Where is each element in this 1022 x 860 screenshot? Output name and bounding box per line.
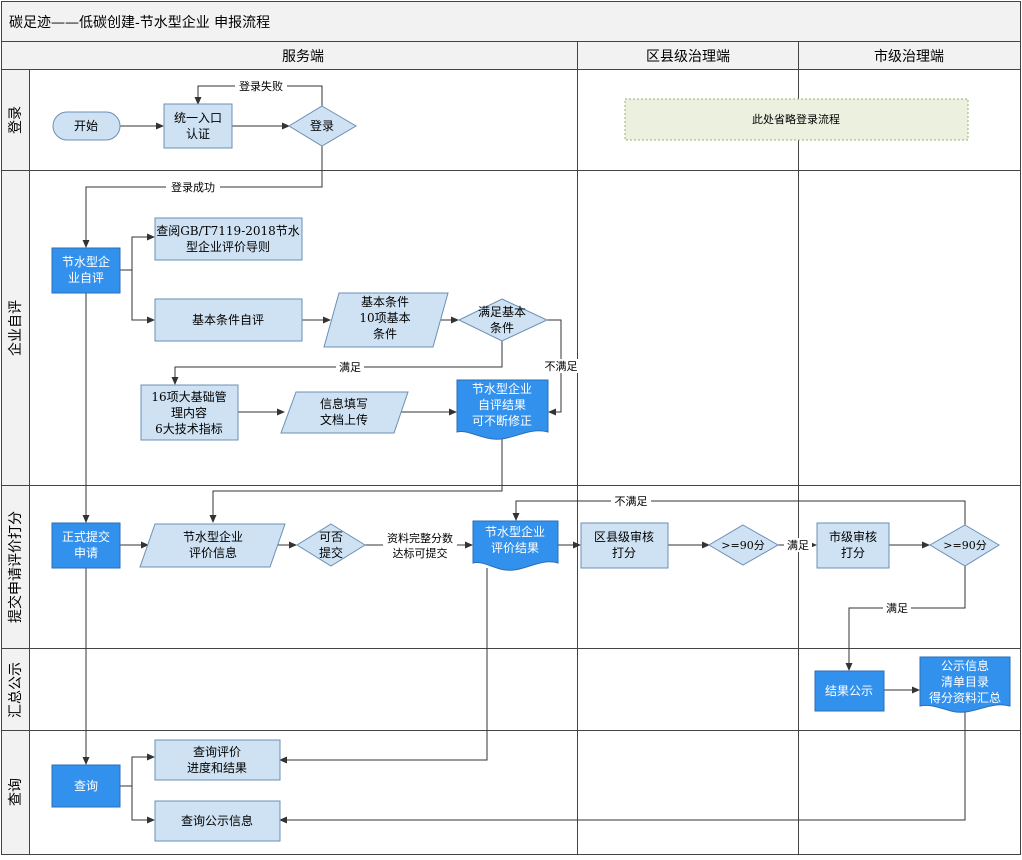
start-node (52, 111, 121, 141)
mgmt-items-label-3: 6大技术指标 (155, 421, 223, 436)
self-eval-result-doc (456, 379, 549, 440)
edge-labels: 登录失败 登录成功 满足 不满足 资料完整分数 达标可提交 不满足 满足 满足 (166, 79, 911, 615)
unified-auth-label-1: 统一入口 (174, 111, 222, 125)
meet-basic-label-2: 条件 (490, 321, 514, 335)
publish-info-doc (919, 656, 1011, 713)
lane-label-query: 查询 (8, 778, 24, 806)
edge-info-querypublish (279, 708, 966, 824)
login-note (624, 98, 969, 141)
city-ge90-decision (929, 524, 1000, 567)
eval-info-io (139, 523, 286, 568)
login-decision (288, 105, 357, 147)
query-publish-box (154, 800, 281, 842)
login-decision-label: 登录 (310, 118, 334, 133)
read-guide-label-1: 查阅GB/T7119-2018节水 (156, 224, 300, 238)
login-note-label: 此处省略登录流程 (752, 112, 840, 126)
self-eval-result-label-3: 可不断修正 (472, 413, 532, 428)
lane-label-self-eval: 企业自评 (7, 300, 24, 356)
query-progress-label-1: 查询评价 (193, 745, 241, 759)
basic-conditions-label-3: 条件 (373, 327, 397, 341)
city-ge90-label: >=90分 (943, 539, 986, 552)
mgmt-items-label-1: 16项大基础管 (151, 389, 226, 404)
can-submit-label-2: 提交 (319, 545, 343, 560)
edge-label-not-satisfied-1: 不满足 (545, 360, 578, 373)
query-progress-label-2: 进度和结果 (187, 760, 247, 775)
mgmt-items-label-2: 理内容 (171, 405, 207, 420)
meet-basic-decision (457, 298, 549, 342)
lane-label-publish: 汇总公示 (8, 662, 24, 718)
fill-info-label-2: 文档上传 (320, 412, 368, 427)
start-label: 开始 (74, 119, 98, 133)
fill-info-label-1: 信息填写 (320, 396, 368, 411)
edge-self-basic (120, 269, 155, 324)
self-eval-result-label-2: 自评结果 (478, 398, 526, 412)
fill-info-io (280, 391, 409, 434)
district-ge90-decision (708, 524, 780, 566)
query-publish-label: 查询公示信息 (181, 813, 253, 828)
query-label: 查询 (74, 779, 98, 793)
query-box (51, 764, 121, 808)
edge-label-satisfied-2: 满足 (787, 539, 809, 552)
city-review-label-2: 打分 (841, 546, 865, 560)
lane-label-submit: 提交申请评价打分 (7, 511, 24, 623)
publish-result-label: 结果公示 (825, 684, 873, 698)
eval-result-label-1: 节水型企业 (485, 524, 545, 539)
basic-self-eval-box (154, 298, 303, 342)
read-guide-box (154, 217, 303, 261)
can-submit-label-1: 可否 (319, 530, 343, 544)
city-review-label-1: 市级审核 (829, 529, 877, 544)
publish-info-label-3: 得分资料汇总 (929, 690, 1001, 705)
edge-label-login-success: 登录成功 (171, 180, 215, 194)
self-eval-start-label-2: 业自评 (68, 271, 104, 285)
district-review-box (580, 522, 669, 569)
edge-label-satisfied-1: 满足 (339, 361, 361, 374)
column-header-city: 市级治理端 (874, 48, 944, 65)
unified-auth-label-2: 认证 (186, 127, 210, 141)
column-header-district: 区县级治理端 (646, 49, 730, 65)
edge-result-progress (279, 568, 488, 764)
query-progress-box (154, 739, 281, 781)
page-title: 碳足迹——低碳创建-节水型企业 申报流程 (9, 14, 270, 31)
read-guide-label-2: 型企业评价导则 (186, 239, 270, 254)
formal-submit-box (51, 522, 121, 569)
edge-label-satisfied-3: 满足 (886, 602, 908, 615)
can-submit-decision (296, 523, 366, 567)
eval-info-label-2: 评价信息 (189, 545, 237, 560)
district-ge90-label: >=90分 (721, 539, 764, 552)
publish-info-label-1: 公示信息 (941, 658, 989, 673)
edge-query-publish (120, 785, 155, 824)
lane-label-login: 登录 (8, 106, 24, 134)
publish-result-box (814, 670, 885, 712)
edge-label-login-fail: 登录失败 (239, 79, 283, 93)
basic-conditions-io (323, 292, 449, 348)
eval-result-label-2: 评价结果 (491, 541, 539, 555)
self-eval-start-label-1: 节水型企 (62, 254, 110, 269)
unified-auth-box (163, 103, 233, 149)
basic-conditions-label-1: 基本条件 (361, 295, 409, 309)
basic-conditions-label-2: 10项基本 (359, 311, 410, 325)
self-eval-result-label-1: 节水型企业 (472, 381, 532, 396)
meet-basic-label-1: 满足基本 (478, 305, 526, 319)
self-eval-start-box (51, 247, 121, 294)
mgmt-items-box (140, 384, 239, 441)
column-header-service: 服务端 (282, 49, 324, 65)
edge-label-not-satisfied-2: 不满足 (615, 495, 648, 508)
formal-submit-label-1: 正式提交 (62, 529, 110, 544)
eval-result-doc (472, 520, 559, 571)
edge-label-submit-cond-1: 资料完整分数 (387, 531, 453, 545)
basic-self-eval-label: 基本条件自评 (192, 313, 264, 327)
edge-label-submit-cond-2: 达标可提交 (393, 546, 448, 560)
formal-submit-label-2: 申请 (74, 546, 98, 560)
edge-result-evalinfo (209, 438, 503, 523)
district-review-label-1: 区县级审核 (594, 529, 654, 544)
publish-info-label-2: 清单目录 (941, 675, 989, 689)
district-review-label-2: 打分 (612, 546, 636, 560)
edge-notsatisfied-back (512, 500, 966, 525)
eval-info-label-1: 节水型企业 (183, 529, 243, 544)
city-review-box (816, 522, 890, 569)
